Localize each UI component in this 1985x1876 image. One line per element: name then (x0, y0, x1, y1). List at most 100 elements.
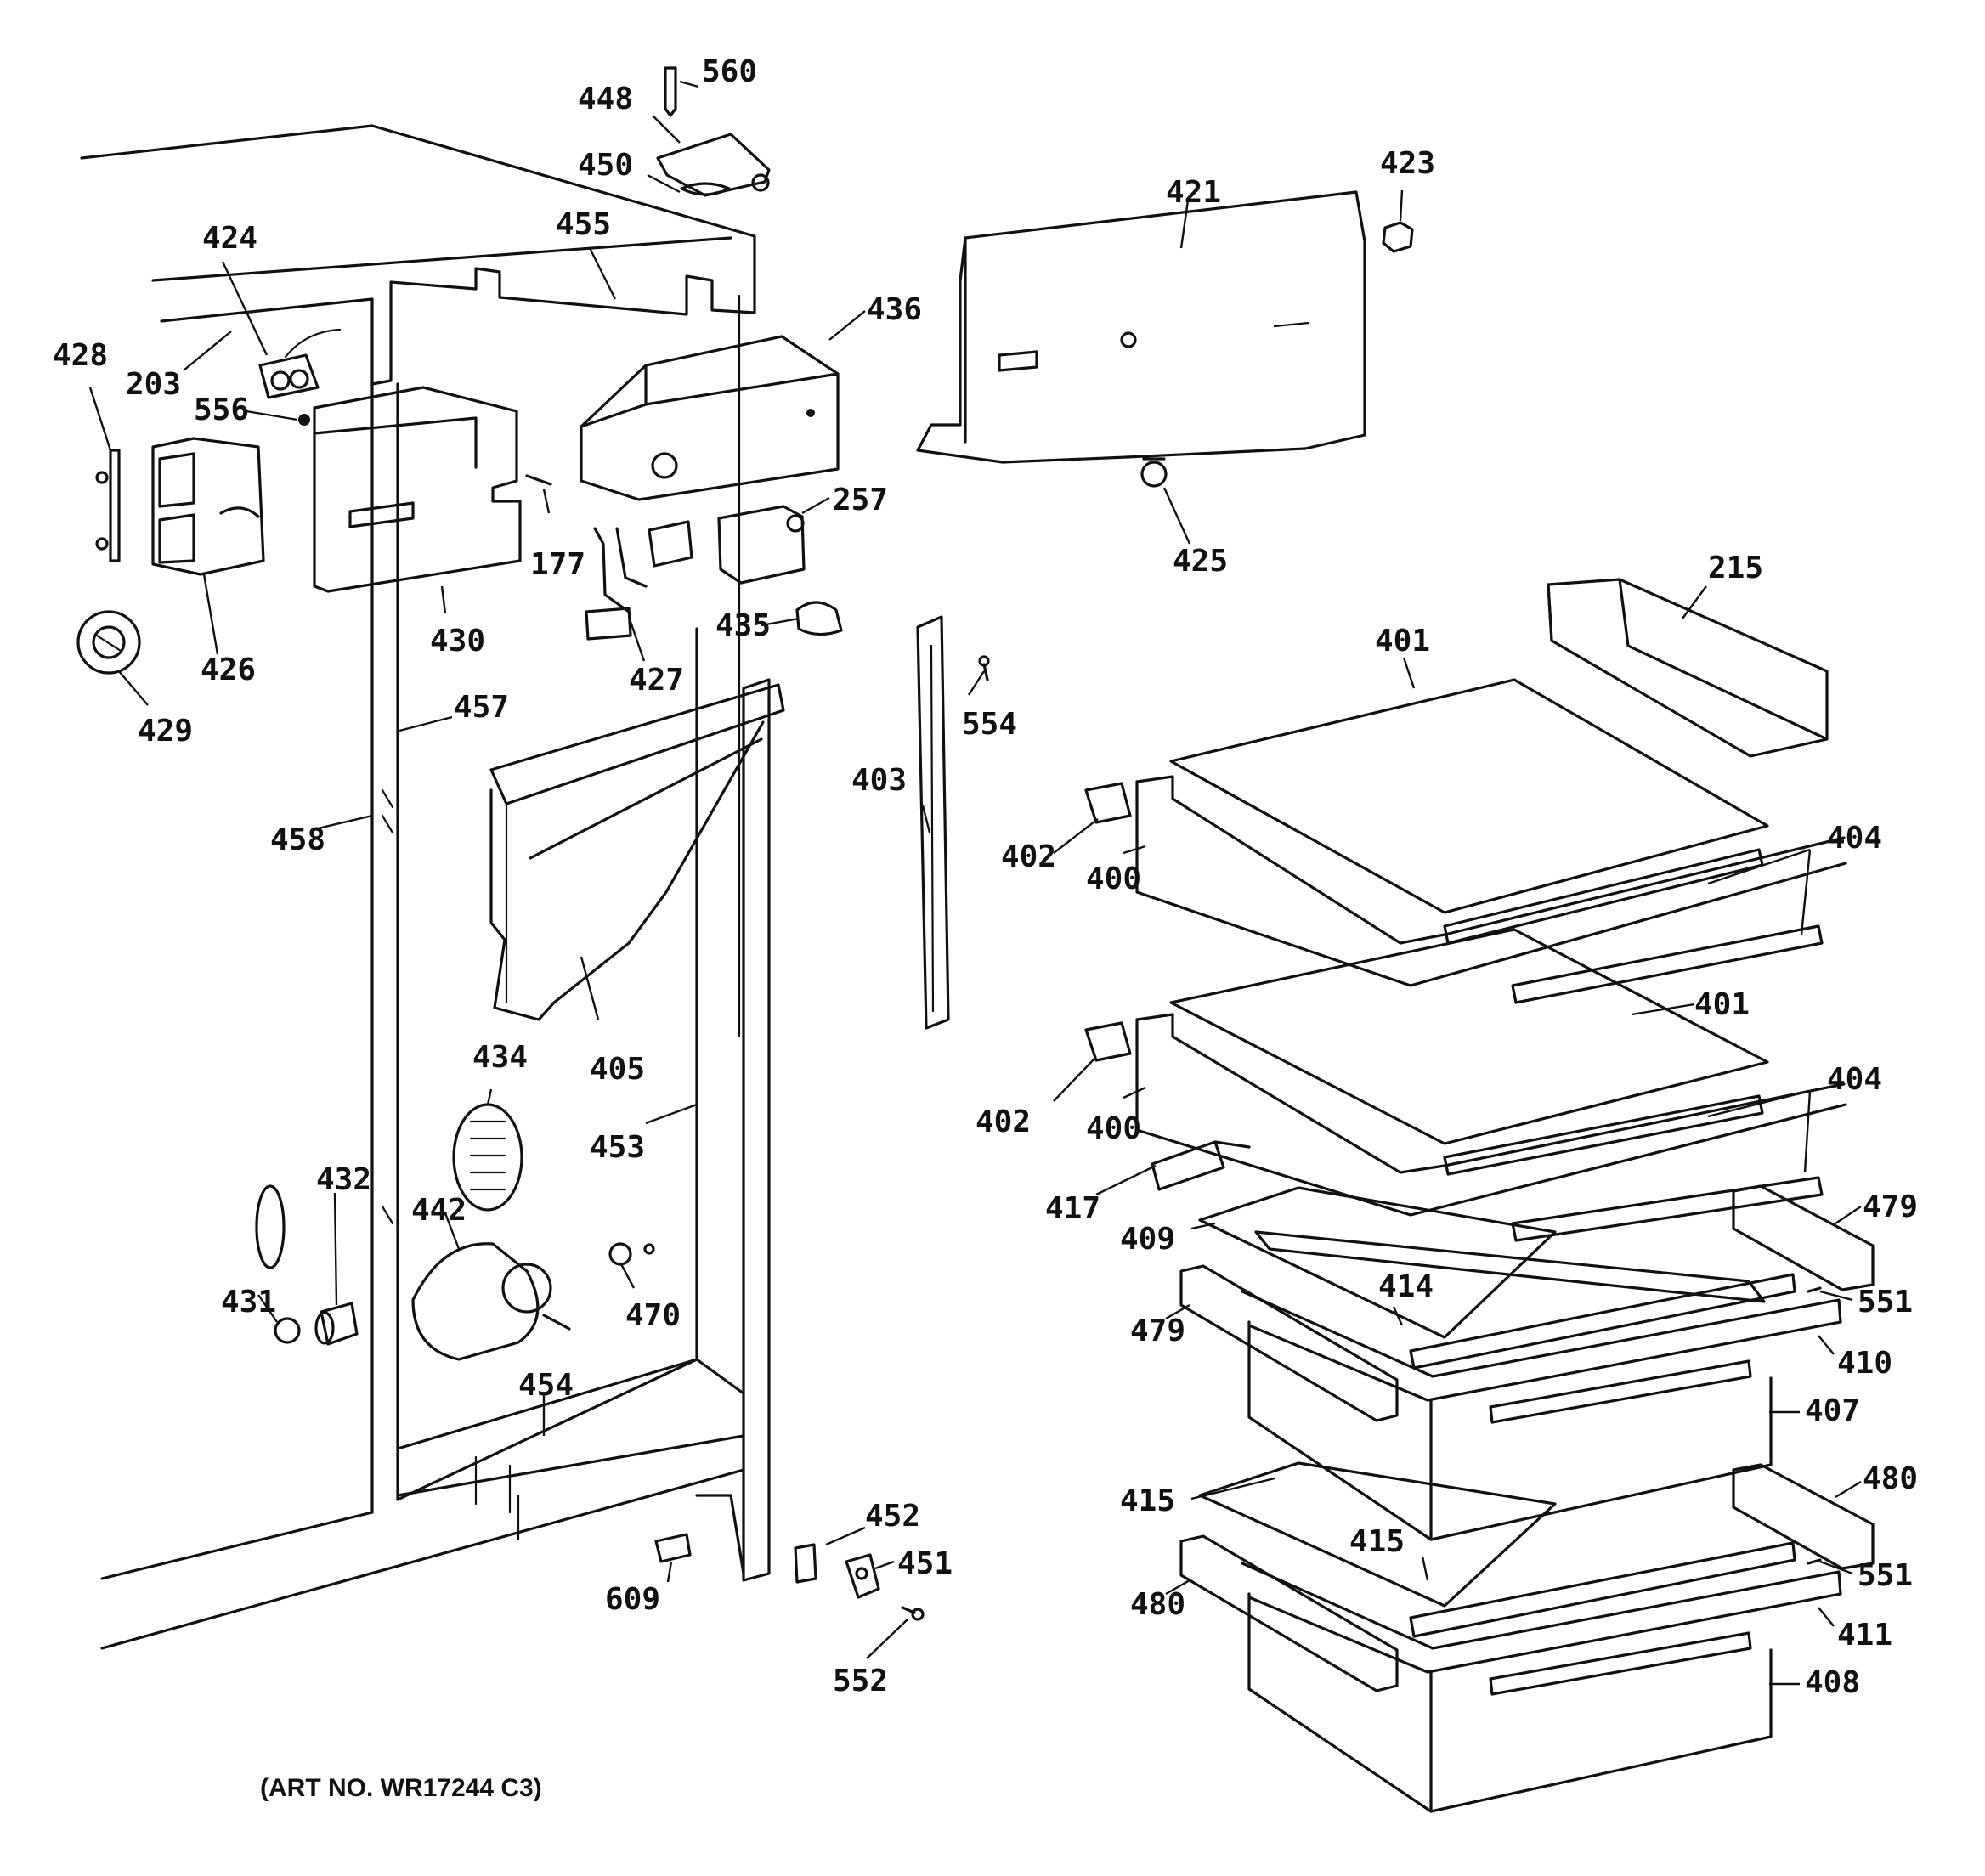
light-switch-435 (795, 601, 843, 636)
thermostat-424 (258, 328, 342, 399)
light-assembly-442 (411, 1242, 571, 1361)
callout-556: 556 (194, 393, 249, 427)
callout-400-lower: 400 (1086, 1111, 1141, 1146)
callout-402-upper: 402 (1001, 839, 1056, 874)
shelf-ladder-403 (916, 615, 950, 1030)
callout-409: 409 (1120, 1222, 1175, 1257)
bulb-470 (608, 1242, 655, 1266)
refrigerator-cabinet (80, 124, 771, 1650)
callout-403: 403 (851, 763, 907, 798)
callout-427: 427 (629, 663, 684, 698)
callout-257: 257 (833, 483, 888, 517)
callout-436: 436 (867, 292, 922, 327)
cam-609 (654, 1533, 692, 1563)
bushing-432 (314, 1302, 359, 1346)
shelf-rails-404-lower (1443, 1094, 1824, 1242)
callout-408: 408 (1805, 1665, 1860, 1700)
control-housing-426 (151, 437, 265, 576)
callout-430: 430 (430, 624, 485, 658)
screw-554 (978, 655, 990, 681)
bracket-417 (1151, 1140, 1251, 1191)
callout-479-left: 479 (1130, 1314, 1185, 1348)
callout-407: 407 (1805, 1393, 1860, 1428)
callout-423: 423 (1380, 146, 1435, 181)
leader-lines (88, 80, 1862, 1686)
callout-451: 451 (897, 1546, 953, 1581)
shelf-frame-400-lower (1084, 1013, 1847, 1217)
callout-401-lower: 401 (1694, 987, 1750, 1022)
callout-454: 454 (518, 1368, 574, 1403)
callout-417: 417 (1045, 1191, 1100, 1226)
wire-harness-427 (585, 520, 693, 641)
callout-470: 470 (625, 1298, 681, 1333)
callout-450: 450 (578, 148, 633, 183)
callout-400-upper: 400 (1086, 862, 1141, 896)
top-hinge-assembly (656, 66, 771, 197)
callout-551-upper: 551 (1858, 1285, 1913, 1319)
callout-560: 560 (702, 54, 757, 89)
callout-404-upper: 404 (1827, 821, 1882, 856)
callout-415-right: 415 (1349, 1524, 1405, 1559)
callout-457: 457 (454, 690, 509, 725)
knob-429 (76, 610, 141, 675)
callout-401-upper: 401 (1375, 624, 1430, 658)
callout-453: 453 (590, 1130, 645, 1165)
callout-434: 434 (472, 1040, 528, 1075)
callout-428: 428 (53, 338, 108, 373)
callout-431: 431 (221, 1285, 276, 1319)
callout-424: 424 (202, 221, 257, 256)
crisper-drawer-407-410 (1241, 1290, 1842, 1541)
callout-405: 405 (590, 1052, 645, 1087)
callout-429: 429 (138, 714, 193, 749)
callout-421: 421 (1166, 175, 1221, 210)
callout-410: 410 (1837, 1346, 1892, 1381)
glass-shelf-401-upper (1169, 678, 1769, 914)
callout-554: 554 (962, 707, 1017, 742)
crisper-cover-409-414 (1198, 1186, 1796, 1370)
callout-215: 215 (1708, 551, 1763, 585)
callout-609: 609 (605, 1582, 660, 1617)
callout-404-lower: 404 (1827, 1062, 1882, 1097)
knob-425 (1140, 457, 1168, 488)
drawer-slide-479-left (1179, 1264, 1399, 1422)
shelf-bin-215 (1547, 578, 1829, 758)
dairy-compartment-405 (489, 683, 785, 1021)
callout-455: 455 (556, 207, 611, 242)
callout-435: 435 (715, 608, 771, 643)
glass-shelf-401-lower (1169, 928, 1769, 1145)
callout-203: 203 (126, 367, 181, 402)
callout-452: 452 (865, 1499, 920, 1534)
callout-402-lower: 402 (976, 1105, 1031, 1139)
callout-458: 458 (270, 822, 325, 857)
callout-415-left: 415 (1120, 1483, 1175, 1518)
shelf-frame-400-upper (1084, 775, 1847, 987)
hinge-451-452-552 (794, 1543, 925, 1621)
shelf-front-421 (916, 190, 1366, 464)
gasket-431 (255, 1184, 301, 1344)
control-panel-430 (298, 386, 552, 593)
drawer-slide-480-left (1179, 1534, 1399, 1692)
callout-177: 177 (530, 547, 585, 582)
drawer-slide-479-right (1732, 1184, 1875, 1291)
crisper-drawer-408-411 (1241, 1562, 1842, 1813)
knob-423 (1382, 221, 1414, 253)
art-number-caption: (ART NO. WR17244 C3) (260, 1774, 542, 1802)
callout-442: 442 (411, 1193, 467, 1228)
callout-425: 425 (1173, 544, 1228, 579)
drawer-slide-480-right (1732, 1463, 1875, 1570)
callout-432: 432 (316, 1162, 371, 1197)
callout-414: 414 (1378, 1269, 1434, 1304)
callout-479-right: 479 (1863, 1189, 1918, 1224)
callout-426: 426 (201, 653, 256, 687)
shelf-rails-404-upper (1443, 848, 1824, 1004)
callout-labels: 560 448 450 455 424 428 203 556 426 429 … (53, 54, 1918, 1700)
callout-448: 448 (578, 82, 633, 116)
callout-480-left: 480 (1130, 1587, 1185, 1622)
screw-551 (1807, 1286, 1822, 1565)
light-socket-428 (95, 449, 121, 562)
callout-480-right: 480 (1863, 1461, 1918, 1496)
callout-552: 552 (833, 1664, 888, 1698)
defrost-timer-257 (717, 505, 806, 585)
